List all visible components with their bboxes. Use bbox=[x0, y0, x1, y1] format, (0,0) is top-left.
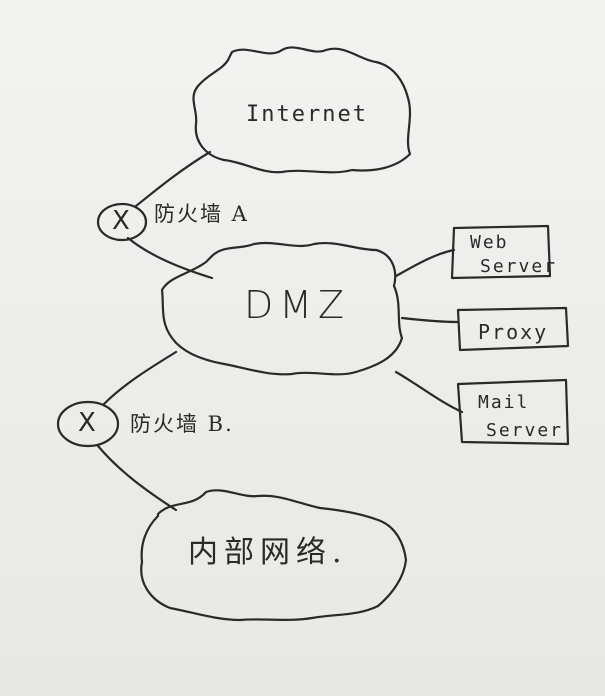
firewall-a-circle bbox=[96, 202, 148, 242]
link-fw-a-dmz bbox=[126, 236, 214, 280]
link-internet-fw-a bbox=[134, 150, 212, 208]
internal-cloud bbox=[140, 489, 408, 622]
mail-server-label-line1: Mail bbox=[478, 392, 530, 413]
link-dmz-mail bbox=[394, 370, 464, 414]
link-dmz-fw-b bbox=[102, 350, 178, 406]
link-dmz-proxy bbox=[400, 316, 460, 324]
link-fw-b-internal bbox=[96, 444, 178, 512]
proxy-label: Proxy bbox=[478, 320, 549, 344]
web-server-label-line1: Web bbox=[470, 232, 509, 253]
internal-network-label: 内部网络. bbox=[188, 535, 348, 570]
proxy-box bbox=[456, 306, 570, 352]
web-server-label-line2: Server bbox=[480, 256, 558, 277]
mail-server-box bbox=[456, 378, 570, 446]
internet-label: Internet bbox=[246, 102, 368, 127]
firewall-b-circle bbox=[56, 400, 120, 448]
firewall-b-label: 防火墙 B. bbox=[130, 412, 234, 436]
mail-server-label-line2: Server bbox=[486, 420, 564, 441]
firewall-b-x-icon: X bbox=[78, 408, 96, 438]
web-server-box bbox=[450, 224, 552, 280]
link-dmz-web bbox=[394, 248, 456, 278]
internet-cloud bbox=[192, 46, 412, 174]
firewall-a-x-icon: X bbox=[112, 206, 130, 236]
firewall-a-label: 防火墙 A bbox=[154, 202, 249, 226]
dmz-label: DMZ bbox=[244, 283, 351, 327]
dmz-cloud bbox=[160, 241, 404, 376]
